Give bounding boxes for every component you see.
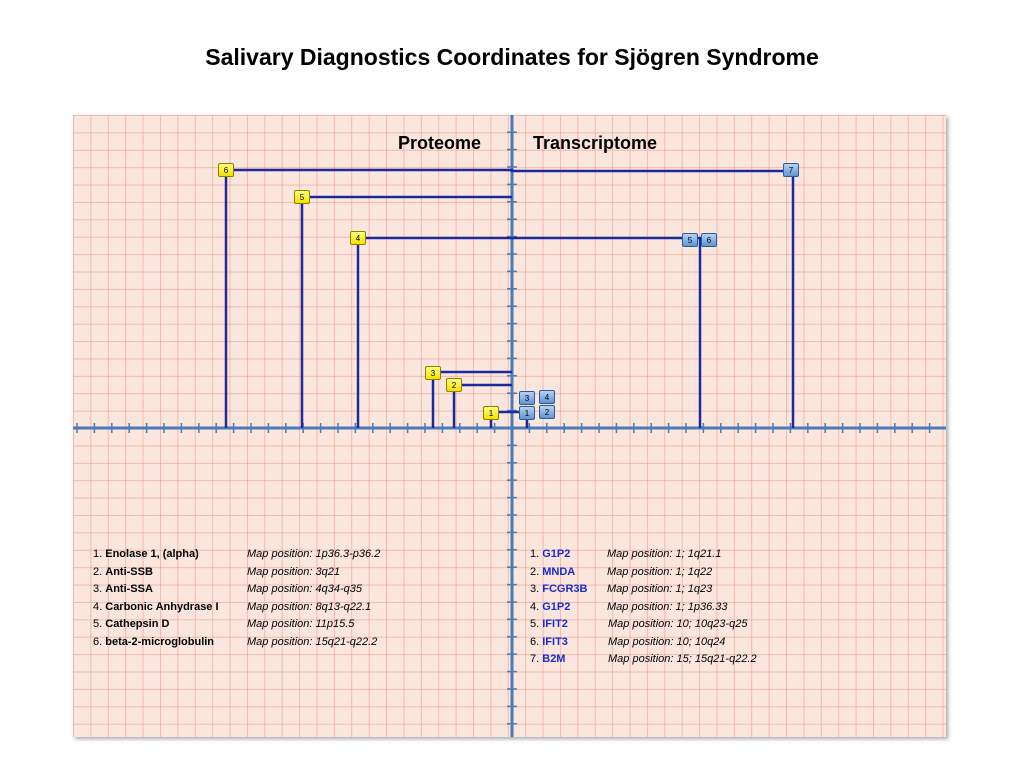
legend-map-position: Map position: 8q13-q22.1 [247, 600, 372, 613]
proteome-marker-6: 6 [218, 163, 234, 177]
transcriptome-marker-5: 5 [682, 233, 698, 247]
legend-row: 6. IFIT3 Map position: 10; 10q24 [530, 634, 725, 651]
legend-number: 2. [530, 565, 540, 578]
connector-3 [431, 370, 512, 428]
legend-name: Anti-SSA [105, 583, 153, 595]
legend-number: 2. [93, 565, 103, 578]
legend-number: 5. [530, 618, 540, 630]
legend-row: 2. Anti-SSB Map position: 3q21 [93, 564, 340, 581]
connector-4-56 [356, 236, 702, 428]
legend-row: 6. beta-2-microglobulin Map position: 15… [93, 634, 377, 651]
axis-ticks [76, 131, 931, 725]
legend-number: 4. [530, 600, 540, 613]
legend-number: 6. [530, 635, 540, 648]
legend-map-position: Map position: 15; 15q21-q22.2 [608, 653, 757, 665]
proteome-header: Proteome [398, 133, 482, 153]
connector-5 [300, 195, 512, 428]
legend-number: 3. [93, 583, 103, 595]
legend-map-position: Map position: 1; 1q23 [607, 583, 713, 595]
legend-row: 1. G1P2 Map position: 1; 1q21.1 [530, 546, 721, 563]
legend-row: 1. Enolase 1, (alpha) Map position: 1p36… [93, 546, 380, 563]
legend-name: G1P2 [542, 548, 571, 560]
proteome-marker-5: 5 [294, 190, 310, 204]
proteome-marker-2: 2 [446, 378, 462, 392]
legend-number: 6. [93, 635, 103, 648]
transcriptome-marker-4: 4 [539, 390, 555, 404]
legend-map-position: Map position: 11p15.5 [247, 618, 355, 630]
legend-row: 4. G1P2 Map position: 1; 1p36.33 [530, 599, 727, 616]
legend-map-position: Map position: 4q34-q35 [247, 583, 362, 595]
proteome-marker-3: 3 [425, 366, 441, 380]
legend-map-position: Map position: 10; 10q23-q25 [608, 618, 748, 630]
transcriptome-marker-2: 2 [539, 405, 555, 419]
legend-number: 1. [93, 548, 103, 560]
legend-row: 5. IFIT2 Map position: 10; 10q23-q25 [530, 616, 747, 633]
legend-map-position: Map position: 1; 1p36.33 [607, 600, 728, 613]
proteome-marker-1: 1 [483, 406, 499, 420]
proteome-marker-4: 4 [350, 231, 366, 245]
legend-row: 7. B2M Map position: 15; 15q21-q22.2 [530, 651, 757, 668]
legend-map-position: Map position: 1; 1q22 [607, 565, 713, 578]
legend-row: 3. Anti-SSA Map position: 4q34-q35 [93, 581, 362, 598]
legend-name: beta-2-microglobulin [105, 635, 215, 648]
legend-row: 4. Carbonic Anhydrase I Map position: 8q… [93, 599, 371, 616]
legend-name: MNDA [542, 565, 576, 578]
legend-map-position: Map position: 3q21 [247, 565, 340, 578]
transcriptome-marker-6: 6 [701, 233, 717, 247]
legend-name: IFIT3 [542, 635, 568, 648]
legend-number: 1. [530, 548, 540, 560]
legend-name: G1P2 [542, 600, 571, 613]
transcriptome-marker-1: 1 [519, 406, 535, 420]
legend-row: 5. Cathepsin D Map position: 11p15.5 [93, 616, 354, 633]
legend-number: 3. [530, 583, 540, 595]
diagram-title: Salivary Diagnostics Coordinates for Sjö… [205, 44, 819, 70]
legend-map-position: Map position: 15q21-q22.2 [247, 635, 378, 648]
legend-number: 4. [93, 600, 103, 613]
legend-number: 5. [93, 618, 103, 630]
connector-6-7 [224, 168, 795, 428]
legend-name: Cathepsin D [105, 618, 170, 630]
legend-number: 7. [530, 653, 540, 665]
legend-row: 3. FCGR3B Map position: 1; 1q23 [530, 581, 712, 598]
legend-name: B2M [542, 653, 566, 665]
legend-row: 2. MNDA Map position: 1; 1q22 [530, 564, 712, 581]
legend-name: Enolase 1, (alpha) [105, 548, 199, 560]
legend-name: Anti-SSB [105, 565, 153, 578]
legend-name: IFIT2 [542, 618, 568, 630]
transcriptome-header: Transcriptome [533, 133, 658, 153]
legend-map-position: Map position: 1; 1q21.1 [607, 548, 722, 560]
legend-name: Carbonic Anhydrase I [105, 600, 219, 613]
legend-map-position: Map position: 1p36.3-p36.2 [247, 548, 381, 560]
transcriptome-marker-7: 7 [783, 163, 799, 177]
transcriptome-marker-3: 3 [519, 391, 535, 405]
legend-name: FCGR3B [542, 583, 588, 595]
legend-map-position: Map position: 10; 10q24 [608, 635, 726, 648]
